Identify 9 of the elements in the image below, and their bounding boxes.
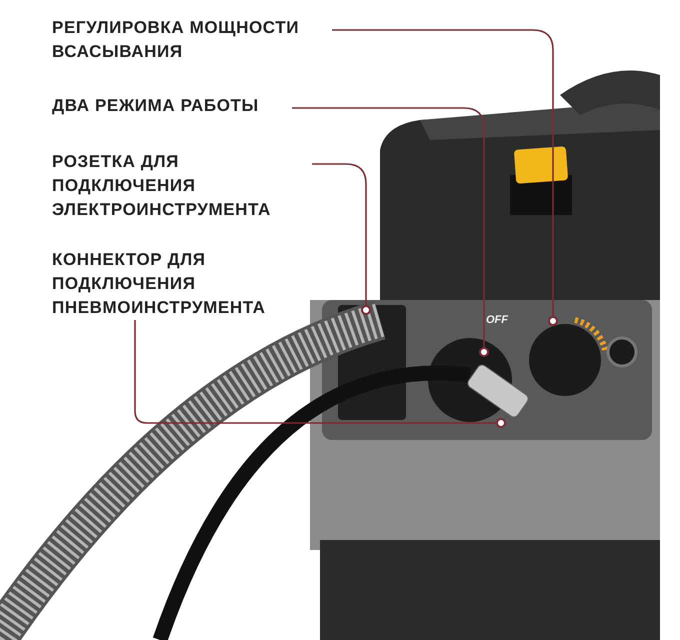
callout-text: РОЗЕТКА ДЛЯ ПОДКЛЮЧЕНИЯ ЭЛЕКТРОИНСТРУМЕНТА xyxy=(52,150,312,222)
callout-text: ДВА РЕЖИМА РАБОТЫ xyxy=(52,94,292,118)
leader-line xyxy=(332,29,554,316)
callout-text: РЕГУЛИРОВКА МОЩНОСТИ ВСАСЫВАНИЯ xyxy=(52,16,332,64)
leader-line xyxy=(134,320,496,424)
callout-text: КОННЕКТОР ДЛЯ ПОДКЛЮЧЕНИЯ ПНЕВМОИНСТРУМЕНТА xyxy=(52,248,312,320)
leader-line xyxy=(312,163,367,305)
leader-line xyxy=(292,107,485,347)
switch-marking: OFF xyxy=(486,314,508,326)
